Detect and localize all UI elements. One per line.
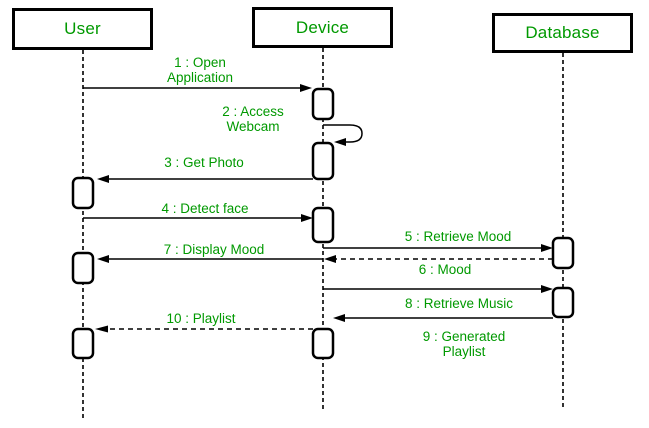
message-6-arrowhead <box>324 255 336 263</box>
message-10-label: 10 : Playlist <box>166 311 236 326</box>
activation-user-2 <box>71 251 95 285</box>
message-6-arrow <box>324 255 553 263</box>
actor-box-database: Database <box>492 13 633 53</box>
message-8-label: 8 : Retrieve Music <box>404 296 514 311</box>
message-4-arrow <box>83 214 313 222</box>
message-2-line <box>323 124 363 143</box>
message-5-label: 5 : Retrieve Mood <box>404 229 512 244</box>
message-9-arrowhead <box>333 314 345 322</box>
message-2-label: 2 : Access Webcam <box>222 104 284 134</box>
activation-database-2 <box>551 286 575 319</box>
activation-device-1 <box>311 87 335 121</box>
message-3-arrow <box>97 175 313 183</box>
message-1-arrowhead <box>300 84 312 92</box>
message-8-arrowhead <box>541 285 553 293</box>
message-10-arrow <box>95 325 313 333</box>
message-3-label: 3 : Get Photo <box>164 155 244 170</box>
activation-database-1 <box>551 236 575 270</box>
message-7-arrowhead <box>97 255 109 263</box>
message-9-label: 9 : Generated Playlist <box>422 329 506 359</box>
message-1-arrow <box>83 84 312 92</box>
message-5-arrowhead <box>541 244 553 252</box>
actor-label-database: Database <box>525 23 600 42</box>
message-9-arrow <box>333 314 553 322</box>
message-4-arrowhead <box>301 214 313 222</box>
message-10-arrowhead <box>95 325 108 333</box>
message-3-arrowhead <box>97 175 109 183</box>
activation-user-3 <box>71 327 95 360</box>
message-7-arrow <box>97 255 323 263</box>
actor-box-user: User <box>12 8 153 50</box>
message-4-label: 4 : Detect face <box>161 201 249 216</box>
activation-bars <box>71 87 575 360</box>
message-2-arrowhead <box>334 138 346 146</box>
message-8-arrow <box>323 285 553 293</box>
actor-box-device: Device <box>252 7 393 48</box>
activation-user-1 <box>71 176 95 210</box>
activation-device-2 <box>311 141 335 181</box>
message-6-label: 6 : Mood <box>418 262 472 277</box>
message-1-label: 1 : Open Application <box>166 55 234 85</box>
message-5-arrow <box>323 244 553 252</box>
activation-device-3 <box>311 206 335 244</box>
actor-label-user: User <box>64 19 101 38</box>
actor-label-device: Device <box>295 17 350 37</box>
message-2-arrow <box>323 124 363 146</box>
message-7-label: 7 : Display Mood <box>163 242 265 257</box>
activation-device-4 <box>311 327 335 360</box>
